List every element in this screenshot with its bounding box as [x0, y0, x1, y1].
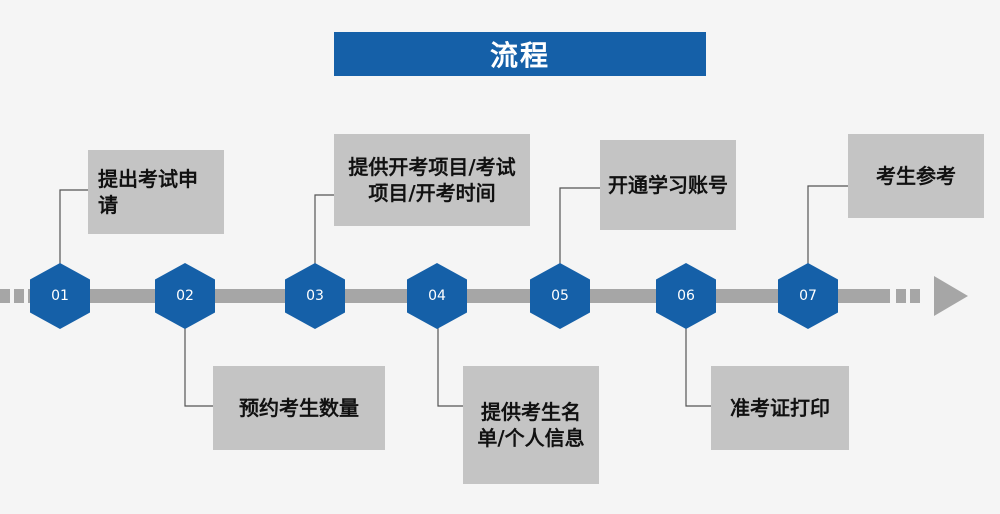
timeline-tail-dash-1 [0, 289, 10, 303]
step-marker-03: 03 [285, 263, 345, 329]
connector-02 [184, 328, 213, 407]
step-marker-01: 01 [30, 263, 90, 329]
step-marker-05: 05 [530, 263, 590, 329]
connector-03 [314, 194, 334, 264]
connector-04 [437, 328, 463, 407]
timeline-arrowhead [934, 276, 968, 316]
connector-06 [685, 328, 711, 407]
step-box-06: 准考证打印 [711, 366, 849, 450]
step-marker-04: 04 [407, 263, 467, 329]
step-box-05: 开通学习账号 [600, 140, 736, 230]
step-box-04: 提供考生名单/个人信息 [463, 366, 599, 484]
connector-01 [59, 189, 88, 264]
timeline-head-dash-2 [910, 289, 920, 303]
timeline-head-dash-1 [896, 289, 906, 303]
page-title: 流程 [334, 32, 706, 76]
connector-05 [559, 187, 600, 264]
step-marker-06: 06 [656, 263, 716, 329]
connector-07 [807, 185, 848, 264]
step-marker-02: 02 [155, 263, 215, 329]
step-box-07: 考生参考 [848, 134, 984, 218]
step-box-01: 提出考试申请 [88, 150, 224, 234]
step-marker-07: 07 [778, 263, 838, 329]
step-box-02: 预约考生数量 [213, 366, 385, 450]
step-box-03: 提供开考项目/考试项目/开考时间 [334, 134, 530, 226]
timeline-tail-dash-2 [14, 289, 24, 303]
